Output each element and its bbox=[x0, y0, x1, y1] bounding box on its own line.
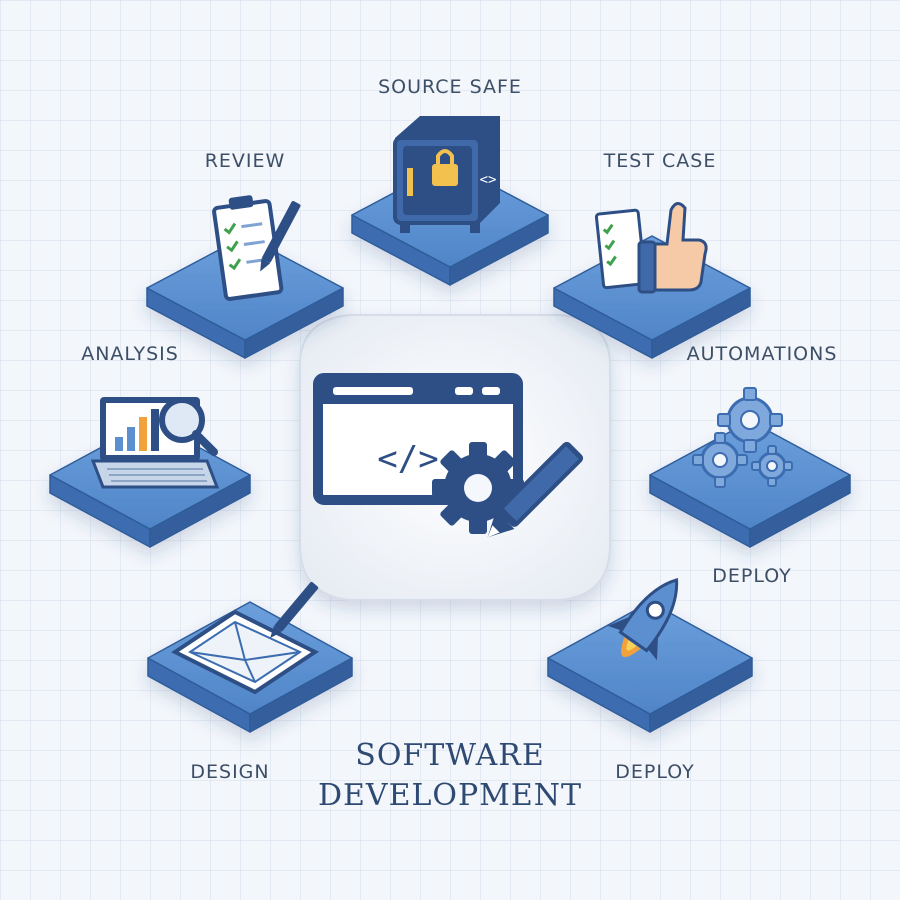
label-source-safe: SOURCE SAFE bbox=[378, 76, 522, 98]
thumbs-up-icon bbox=[637, 202, 708, 294]
center-pencil-icon bbox=[487, 441, 584, 538]
center-hub: </> bbox=[299, 314, 611, 601]
label-automations: AUTOMATIONS bbox=[686, 343, 838, 365]
rocket-icon bbox=[607, 577, 679, 661]
label-analysis: ANALYSIS bbox=[81, 343, 179, 365]
label-deploy-right: DEPLOY bbox=[712, 565, 792, 587]
platform-automations bbox=[649, 420, 851, 548]
title-line-1: SOFTWARE bbox=[355, 738, 545, 773]
label-design: DESIGN bbox=[190, 761, 270, 783]
design-tablet-icon bbox=[171, 609, 319, 695]
review-pen-icon bbox=[260, 201, 301, 272]
magnifier-icon bbox=[159, 397, 218, 456]
safe-icon: <> bbox=[393, 116, 500, 233]
title-line-2: DEVELOPMENT bbox=[317, 778, 583, 813]
code-symbol: </> bbox=[377, 439, 438, 479]
design-pen-icon bbox=[270, 582, 319, 639]
gears-icon bbox=[692, 387, 793, 488]
label-test-case: TEST CASE bbox=[603, 150, 717, 172]
label-review: REVIEW bbox=[204, 150, 286, 172]
platform-deploy bbox=[547, 601, 753, 733]
test-checklist-icon bbox=[594, 208, 647, 290]
safe-code-label: <> bbox=[480, 172, 497, 188]
label-deploy-bottom: DEPLOY bbox=[615, 761, 695, 783]
